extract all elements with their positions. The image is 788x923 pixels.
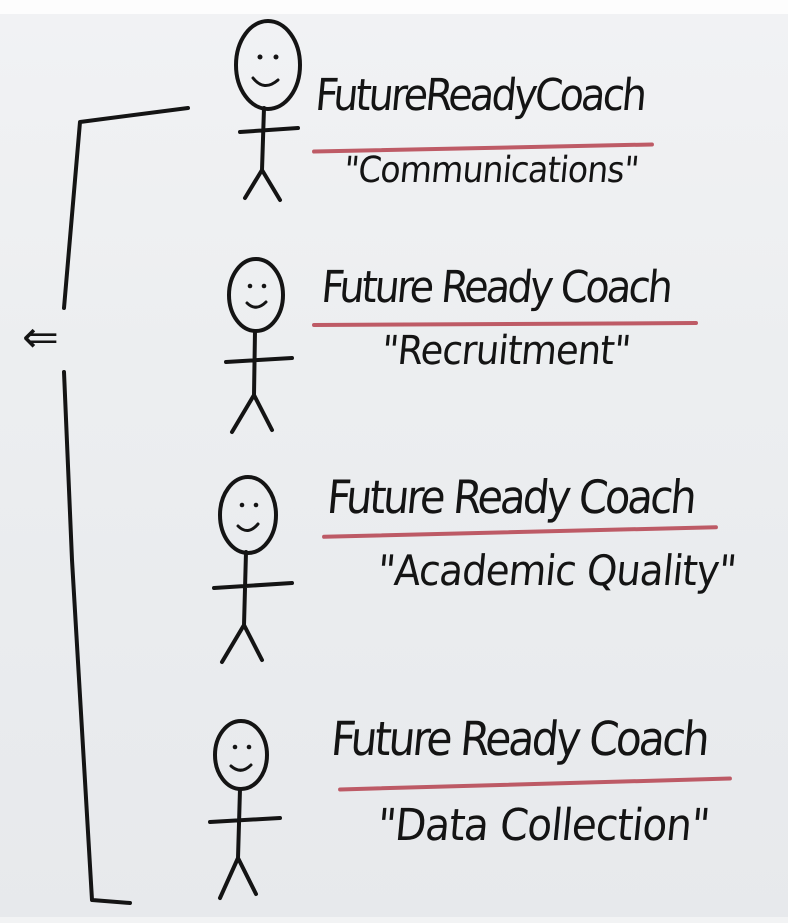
board-bottom-edge: [0, 917, 788, 923]
bracket-lower-line: [62, 370, 132, 905]
role-2-subtitle: "Recruitment": [379, 328, 633, 374]
feedback-bracket: [62, 106, 190, 905]
stick-figure-3-head: [218, 475, 278, 555]
role-4-subtitle: "Data Collection": [375, 800, 712, 851]
board-top-edge: [0, 0, 788, 14]
stick-figure-4: [208, 719, 282, 900]
left-arrow-icon: ⇐: [22, 312, 59, 363]
stick-figure-2: [224, 257, 294, 434]
stick-figure-1-head: [234, 19, 302, 111]
stick-figure-2-head: [227, 257, 285, 333]
stick-figure-1: [234, 19, 302, 202]
role-1-title: FutureReadyCoach: [313, 70, 647, 121]
role-4-title: Future Ready Coach: [328, 712, 710, 767]
role-2-title: Future Ready Coach: [319, 262, 673, 313]
stick-figure-4-head: [213, 719, 269, 791]
role-3-title: Future Ready Coach: [324, 470, 697, 524]
bracket-upper-line: [62, 106, 190, 310]
role-3-subtitle: "Academic Quality": [375, 546, 738, 595]
role-1-subtitle: "Communications": [342, 150, 641, 191]
stick-figure-3: [212, 475, 294, 664]
